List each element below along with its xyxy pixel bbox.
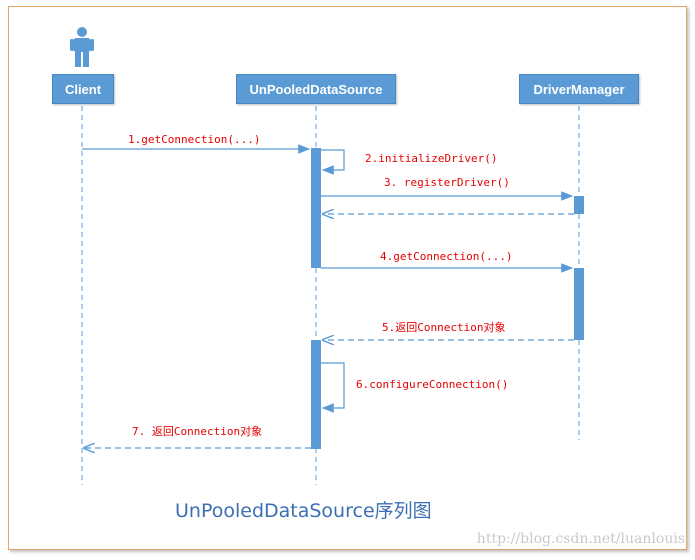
participant-datasource-label: UnPooledDataSource [249, 81, 383, 97]
drivermanager-activation-1 [574, 196, 584, 214]
datasource-activation-2 [311, 340, 321, 449]
participant-client: Client [52, 74, 114, 104]
message-5: 5.返回Connection对象 [382, 321, 506, 334]
person-icon [70, 26, 94, 67]
message-7: 7. 返回Connection对象 [132, 425, 263, 438]
participant-client-label: Client [64, 81, 102, 97]
message-6: 6.configureConnection() [356, 378, 509, 391]
arrow-6 [321, 362, 345, 413]
message-4: 4.getConnection(...) [380, 250, 513, 263]
arrow-2 [321, 149, 345, 175]
participant-datasource: UnPooledDataSource [236, 74, 396, 104]
watermark: http://blog.csdn.net/luanlouis [476, 531, 685, 547]
participant-drivermanager: DriverManager [519, 74, 639, 104]
participant-drivermanager-label: DriverManager [533, 81, 625, 97]
message-2: 2.initializeDriver() [365, 152, 498, 165]
message-1: 1.getConnection(...) [128, 133, 261, 146]
message-3: 3. registerDriver() [384, 176, 510, 189]
diagram-caption: UnPooledDataSource序列图 [175, 500, 432, 522]
datasource-activation-1 [311, 148, 321, 268]
drivermanager-activation-2 [574, 268, 584, 340]
